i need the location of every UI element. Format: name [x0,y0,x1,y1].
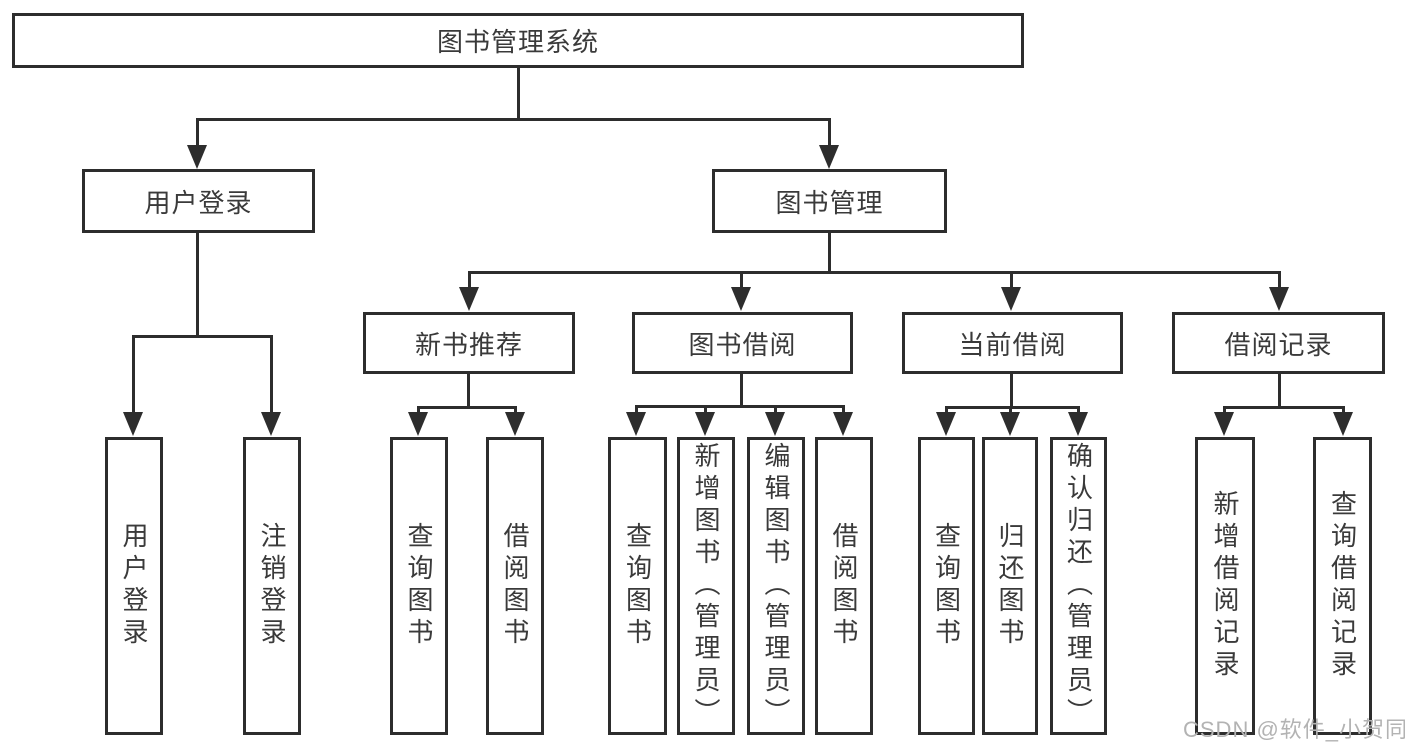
connector-line [740,271,743,289]
connector-line [704,405,707,416]
arrowhead-down [731,287,751,311]
connector-line [740,372,743,408]
node-bb-add-books-admin: 新增图书（管理员） [677,437,735,735]
csdn-watermark: CSDN @软件_小贺同学 [1183,717,1405,742]
connector-line [945,406,948,416]
connector-line [635,405,638,416]
connector-line [270,335,273,413]
connector-line [417,406,420,416]
connector-line [1223,406,1345,409]
connector-line [828,231,831,274]
connector-line [635,405,845,408]
node-user-login: 用户登录 [82,169,315,233]
node-br-add-record: 新增借阅记录 [1195,437,1255,735]
arrowhead-down [819,145,839,169]
node-login: 用户登录 [105,437,163,735]
node-cb-return-books: 归还图书 [982,437,1038,735]
node-library-system: 图书管理系统 [12,13,1024,68]
connector-line [1223,406,1226,416]
connector-line [1010,372,1013,409]
connector-line [1278,271,1281,289]
connector-line [468,271,471,289]
arrowhead-down [1000,412,1020,436]
connector-line [468,271,1281,274]
node-br-query-record: 查询借阅记录 [1313,437,1372,735]
arrowhead-down [1001,287,1021,311]
connector-line [1009,406,1012,416]
arrowhead-down [1068,412,1088,436]
arrowhead-down [187,145,207,169]
arrowhead-down [408,412,428,436]
connector-line [196,118,199,148]
connector-line [1278,372,1281,409]
node-logout: 注销登录 [243,437,301,735]
connector-line [517,66,520,120]
arrowhead-down [626,412,646,436]
arrowhead-down [505,412,525,436]
arrowhead-down [1214,412,1234,436]
connector-line [774,405,777,416]
arrowhead-down [765,412,785,436]
node-borrow-records: 借阅记录 [1172,312,1385,374]
connector-line [842,405,845,416]
connector-line [514,406,517,416]
arrowhead-down [1333,412,1353,436]
node-current-borrowing: 当前借阅 [902,312,1123,374]
connector-line [132,335,273,338]
node-book-management: 图书管理 [712,169,947,233]
arrowhead-down [833,412,853,436]
connector-line [196,118,831,121]
node-nbr-borrow-books: 借阅图书 [486,437,544,735]
connector-line [467,372,470,409]
arrowhead-down [261,412,281,436]
node-bb-borrow-books: 借阅图书 [815,437,873,735]
arrowhead-down [459,287,479,311]
node-nbr-query-books: 查询图书 [390,437,448,735]
node-cb-query-books: 查询图书 [918,437,975,735]
arrowhead-down [123,412,143,436]
connector-line [1077,406,1080,416]
connector-line [828,118,831,148]
connector-line [132,335,135,413]
connector-line [417,406,517,409]
connector-line [196,231,199,337]
node-bb-query-books: 查询图书 [608,437,667,735]
node-new-book-recommend: 新书推荐 [363,312,575,374]
connector-line [1342,406,1345,416]
arrowhead-down [695,412,715,436]
node-book-borrowing: 图书借阅 [632,312,853,374]
node-bb-edit-books-admin: 编辑图书（管理员） [747,437,805,735]
arrowhead-down [936,412,956,436]
arrowhead-down [1269,287,1289,311]
connector-line [1010,271,1013,289]
node-cb-confirm-return-admin: 确认归还（管理员） [1050,437,1107,735]
connector-line [945,406,1080,409]
